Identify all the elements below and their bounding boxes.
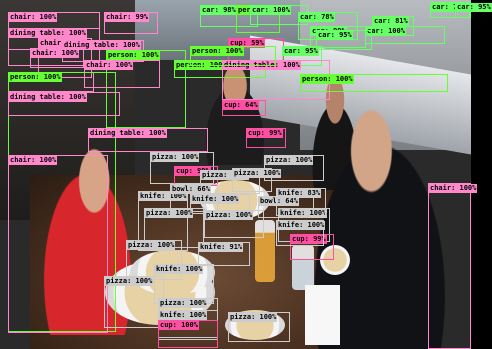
detection-label: dining table: 100% <box>9 29 87 38</box>
detection-label: knife: 91% <box>199 243 244 252</box>
detection-box-pizza: pizza: 100% <box>150 152 214 184</box>
detection-label: cup: 64% <box>223 101 259 110</box>
detection-label: chair: 99% <box>105 13 150 22</box>
detection-label: cup: 100% <box>159 321 199 330</box>
detection-label: pizza: 100% <box>229 313 278 322</box>
detection-label: car: 98% <box>201 6 237 15</box>
detection-box-cup: cup: 99% <box>246 128 286 148</box>
detection-label: car: 75% <box>431 3 467 12</box>
detection-box-car: car: 100% <box>365 26 445 44</box>
detection-box-chair: chair: 100% <box>30 48 84 68</box>
detection-label: pizza: 100% <box>205 211 254 220</box>
detection-label: cup: 99% <box>291 235 327 244</box>
detection-label: bowl: 66% <box>171 185 211 194</box>
detection-box-pizza: pizza: 100% <box>200 170 260 194</box>
detection-box-car: car: 95% <box>316 30 372 50</box>
detection-label: cup: 59% <box>229 39 265 48</box>
detection-box-pizza: pizza: 100% <box>204 210 264 238</box>
detection-label: knife: 100% <box>191 195 240 204</box>
detection-box-chair: chair: 99% <box>104 12 158 34</box>
detection-label: person: 100% <box>107 51 160 60</box>
napkin <box>305 285 340 345</box>
detection-label: dining table: 100% <box>89 129 167 138</box>
detection-box-knife: knife: 91% <box>198 242 250 266</box>
detection-label: car: 78% <box>299 13 335 22</box>
detection-box-cup: cup: 100% <box>158 320 218 348</box>
detection-label: car: 95% <box>456 3 492 12</box>
detection-box-car: car: 95% <box>455 2 492 18</box>
detection-label: dining table: 100% <box>9 93 87 102</box>
detection-label: knife: 100% <box>279 209 328 218</box>
detection-label: pizza: 100% <box>201 171 250 180</box>
detection-label: chair: 100% <box>9 156 58 165</box>
detection-label: pizza: 100% <box>233 169 282 178</box>
detection-label: cup: 99% <box>247 129 283 138</box>
detection-label: pizza: 100% <box>159 299 208 308</box>
detection-box-cup: cup: 64% <box>222 100 266 116</box>
detection-label: knife: 100% <box>139 192 188 201</box>
detection-box-chair: chair: 100% <box>84 60 160 88</box>
detection-label: knife: 100% <box>159 311 208 320</box>
detection-label: knife: 100% <box>155 265 204 274</box>
detection-box-knife: knife: 83% <box>276 188 326 216</box>
detection-box-person: person: 100% <box>300 74 448 92</box>
detection-label: car: 100% <box>366 27 406 36</box>
detection-label: car: 95% <box>283 47 319 56</box>
detection-label: chair: 100% <box>31 49 80 58</box>
detection-label: person: 100% <box>9 73 62 82</box>
detection-label: pizza: 100% <box>151 153 200 162</box>
detection-label: chair: 100% <box>429 184 478 193</box>
pizza-plate <box>320 245 350 275</box>
detection-box-pizza: pizza: 100% <box>228 312 290 342</box>
detection-box-person: person: 100% <box>106 50 186 128</box>
detection-box-chair: chair: 100% <box>428 183 478 349</box>
detection-box-dining-table: dining table: 100% <box>8 92 120 116</box>
detection-label: pizza: 100% <box>265 156 314 165</box>
detection-label: pizza: 100% <box>145 209 194 218</box>
detection-label: pizza: 100% <box>105 277 154 286</box>
detection-label: person: 100% <box>191 47 244 56</box>
detection-label: car: 100% <box>251 6 291 15</box>
detection-label: person: 100% <box>301 75 354 84</box>
detection-label: car: 81% <box>373 17 409 26</box>
detection-box-car: car: 95% <box>282 46 322 66</box>
detection-label: cup: 99% <box>175 167 211 176</box>
detection-label: dining table: 100% <box>63 41 141 50</box>
detection-label: bowl: 64% <box>259 197 299 206</box>
detection-box-person: person: 100% <box>190 46 276 66</box>
detection-box-dining-table: dining table: 100% <box>88 128 208 152</box>
detection-label: knife: 83% <box>277 189 322 198</box>
detection-label: chair: 100% <box>9 13 58 22</box>
detection-box-car: car: 98% <box>200 5 258 27</box>
detection-box-knife: knife: 100% <box>138 191 188 251</box>
beer-glass <box>255 220 275 282</box>
detection-label: pizza: 100% <box>127 241 176 250</box>
detection-label: knife: 100% <box>277 221 326 230</box>
water-glass <box>292 245 314 290</box>
detection-label: car: 95% <box>317 31 353 40</box>
detection-box-pizza: pizza: 100% <box>232 168 282 192</box>
detection-box-knife: knife: 100% <box>276 220 326 246</box>
detection-label: chair: 100% <box>85 61 134 70</box>
detection-box-cup: cup: 99% <box>290 234 334 260</box>
detection-box-chair: chair: 100% <box>8 155 108 333</box>
